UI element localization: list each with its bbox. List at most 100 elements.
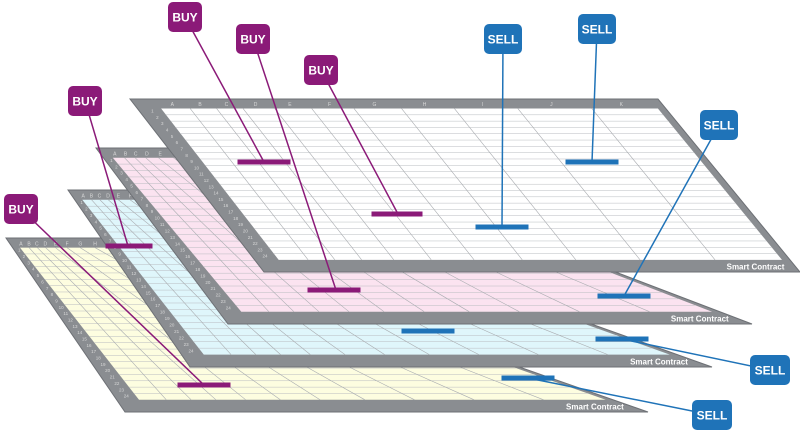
sell-tag-label: SELL — [488, 33, 519, 47]
row-number: 3 — [120, 171, 123, 176]
row-number: 16 — [87, 343, 93, 348]
row-number: 9 — [151, 209, 154, 214]
row-number: 16 — [185, 254, 191, 259]
sell-tag-label: SELL — [697, 409, 728, 423]
sell-tag-box — [700, 110, 738, 140]
row-number: 4 — [125, 177, 128, 182]
row-number: 18 — [233, 216, 239, 221]
sheet-footer-label: Smart Contract — [566, 403, 624, 412]
sell-tag-label: SELL — [704, 119, 735, 133]
row-number: 14 — [214, 191, 220, 196]
row-number: 8 — [51, 292, 54, 297]
row-number: 2 — [23, 254, 26, 259]
row-number: 8 — [146, 203, 149, 208]
row-number: 19 — [200, 273, 206, 278]
row-number: 17 — [190, 261, 196, 266]
row-number: 22 — [253, 241, 259, 246]
grid-col-line — [134, 157, 295, 312]
row-number: 15 — [146, 290, 152, 295]
grid-col-line — [311, 108, 432, 261]
grid-col-line — [91, 199, 232, 355]
grid-col-line — [216, 108, 336, 261]
sheet-footer-label: Smart Contract — [630, 358, 688, 367]
sell-connector-line — [527, 377, 713, 416]
sell-tag: SELL — [700, 110, 738, 140]
row-number: 22 — [179, 335, 185, 340]
sheets-layer: ABCDEFGHIJK12345678910111213141516171819… — [5, 98, 800, 413]
row-number: 4 — [95, 219, 98, 224]
buy-tag-box — [304, 55, 338, 85]
grid-col-line — [189, 108, 309, 261]
sell-connector-line — [623, 124, 720, 297]
row-number: 23 — [119, 387, 125, 392]
row-number: 9 — [55, 298, 58, 303]
row-number: 20 — [169, 323, 175, 328]
column-letter: B — [27, 241, 31, 247]
grid-col-line — [242, 108, 362, 261]
grid-col-line — [353, 108, 475, 261]
row-number: 11 — [160, 222, 165, 227]
row-number: 21 — [110, 375, 116, 380]
buy-connector-line — [320, 69, 399, 215]
row-number: 3 — [27, 260, 30, 265]
buy-tag: BUY — [68, 86, 102, 116]
buy-tag-label: BUY — [240, 33, 265, 47]
row-number: 1 — [110, 158, 113, 163]
column-letter: F — [328, 102, 331, 108]
column-letter: D — [254, 102, 258, 108]
column-letter: C — [225, 102, 229, 108]
row-number: 2 — [85, 206, 88, 211]
row-number: 17 — [91, 349, 97, 354]
column-letter: D — [44, 241, 48, 247]
sell-tag-box — [750, 355, 790, 385]
row-number: 14 — [141, 284, 147, 289]
grid-col-line — [124, 157, 270, 312]
row-number: 15 — [82, 337, 88, 342]
row-number: 18 — [160, 310, 166, 315]
buy-connector-line — [84, 100, 129, 247]
column-letter: E — [117, 193, 121, 199]
sell-tag: SELL — [692, 400, 732, 430]
row-number: 20 — [205, 280, 211, 285]
column-letter: E — [54, 241, 58, 247]
row-number: 3 — [90, 213, 93, 218]
column-letter: G — [78, 241, 82, 247]
row-number: 6 — [41, 279, 44, 284]
row-number: 21 — [210, 286, 216, 291]
row-number: 6 — [176, 140, 179, 145]
sell-tag-label: SELL — [582, 23, 613, 37]
sell-tag-label: SELL — [755, 364, 786, 378]
column-letter: E — [158, 151, 162, 157]
buy-tag-label: BUY — [172, 11, 197, 25]
buy-connector-line — [20, 208, 205, 386]
row-number: 22 — [114, 381, 120, 386]
sell-tag-box — [578, 14, 616, 44]
column-letter: D — [106, 193, 110, 199]
row-number: 1 — [151, 109, 154, 114]
buy-tag-label: BUY — [72, 95, 97, 109]
sell-tag: SELL — [750, 355, 790, 385]
row-number: 8 — [185, 153, 188, 158]
column-letter: B — [198, 102, 202, 108]
row-number: 13 — [209, 184, 215, 189]
row-number: 17 — [228, 210, 234, 215]
row-number: 2 — [115, 164, 118, 169]
sheet-footer-label: Smart Contract — [727, 263, 785, 272]
column-letter: A — [171, 102, 175, 108]
buy-connector-line — [184, 16, 265, 163]
row-number: 16 — [150, 297, 156, 302]
row-number: 20 — [105, 368, 111, 373]
column-letter: A — [81, 193, 85, 199]
row-number: 10 — [194, 165, 200, 170]
sell-tag-box — [484, 24, 522, 54]
column-letter: A — [19, 241, 23, 247]
row-number: 1 — [18, 248, 21, 253]
row-number: 11 — [127, 264, 132, 269]
grid-col-line — [454, 108, 577, 261]
column-letter: C — [98, 193, 102, 199]
row-number: 14 — [77, 330, 83, 335]
connectors-layer — [20, 16, 771, 416]
grid-col-line — [591, 108, 716, 261]
